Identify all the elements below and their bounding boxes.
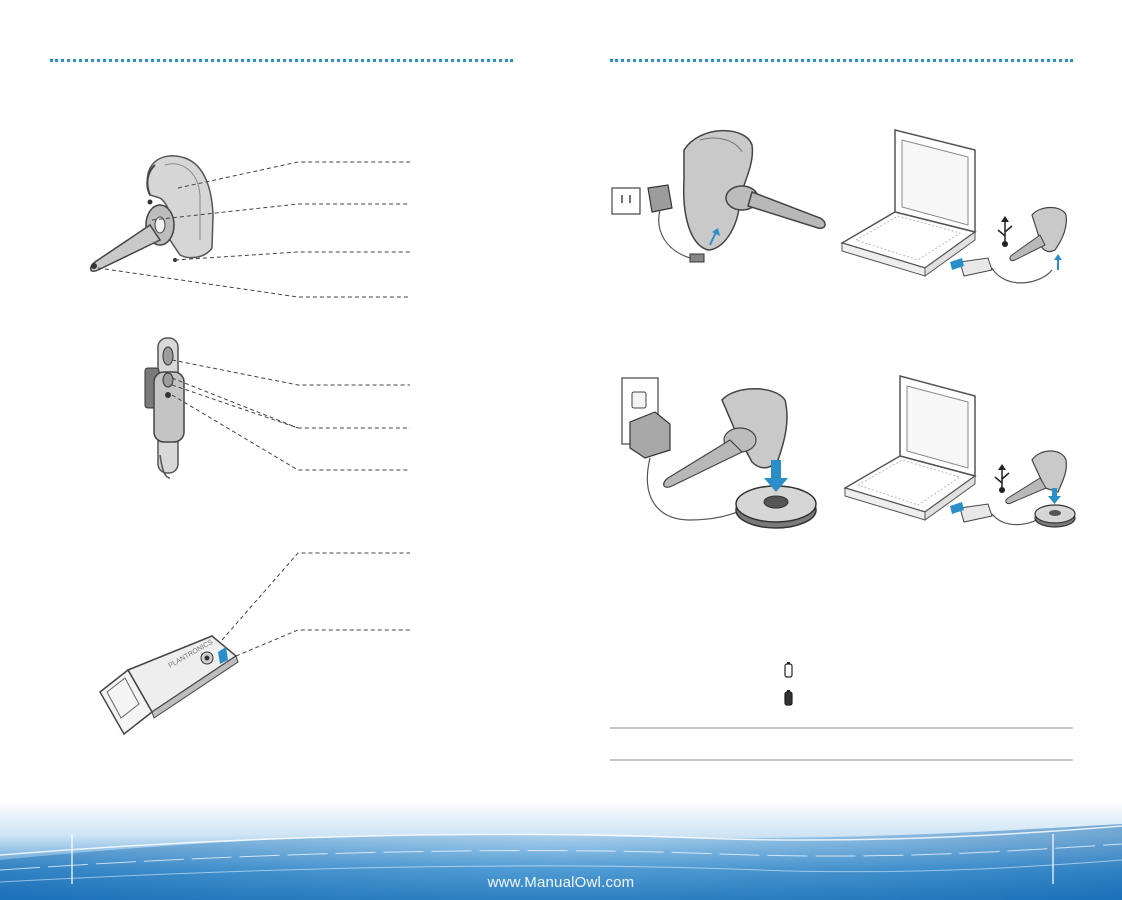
usb-icon (997, 216, 1013, 247)
headset-charging-figure-top (682, 129, 826, 251)
headset-front-figure (144, 337, 185, 479)
right-table-bottom-rule (610, 759, 1073, 761)
right-table-top-rule (610, 727, 1073, 729)
headset-side-figure (90, 155, 214, 273)
battery-full-icon (784, 690, 793, 706)
battery-empty-icon (784, 662, 793, 678)
laptop-figure-bottom (843, 375, 1041, 526)
charging-base-small-figure-bottom (1005, 450, 1076, 528)
left-section-divider (50, 59, 513, 62)
footer-wave-band (0, 800, 1122, 900)
wall-charger-figure-top (611, 184, 705, 263)
charging-base-figure-bottom (663, 388, 817, 529)
right-section-divider (610, 59, 1073, 62)
headset-small-figure-top (1009, 206, 1067, 270)
watermark-text: www.ManualOwl.com (487, 874, 635, 891)
usb-icon (994, 464, 1010, 493)
wall-charger-figure-bottom (621, 377, 753, 521)
laptop-figure-top (840, 129, 1053, 284)
